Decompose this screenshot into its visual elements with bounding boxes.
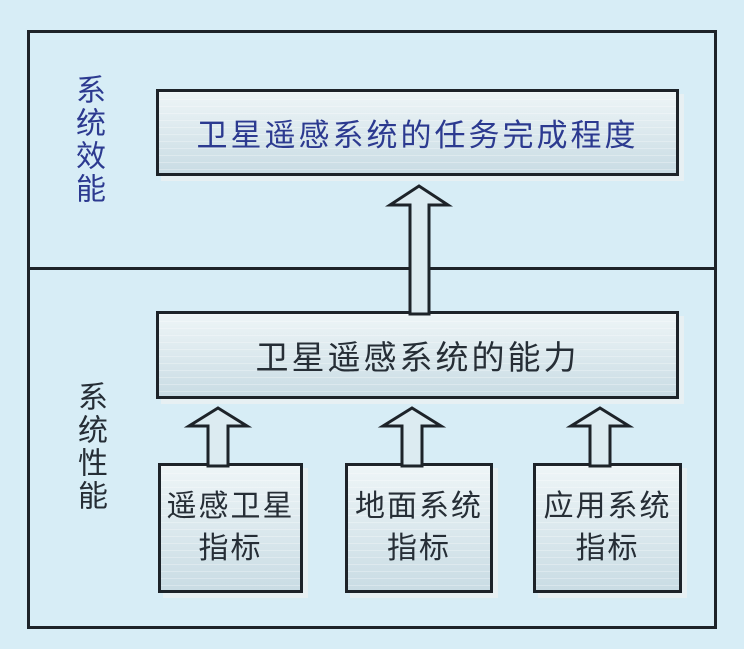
label-line-1: 遥感卫星 [166,490,295,523]
node-ground-indicators: 地面系统 指标 [345,463,493,593]
node-satellite-indicators-label: 遥感卫星 指标 [167,486,295,570]
node-application-indicators-label: 应用系统 指标 [544,486,672,570]
label-line-2: 指标 [575,532,640,565]
diagram-frame [27,30,717,629]
label-line-2: 指标 [387,532,451,565]
label-line-1: 应用系统 [543,490,672,523]
section-label-performance: 系统性能 [73,381,106,513]
section-label-effectiveness: 系统效能 [71,74,104,206]
node-ground-indicators-label: 地面系统 指标 [355,486,483,570]
label-line-1: 地面系统 [355,490,483,523]
node-satellite-indicators: 遥感卫星 指标 [158,463,303,593]
node-capability-label: 卫星遥感系统的能力 [255,341,580,377]
node-capability: 卫星遥感系统的能力 [156,311,679,399]
node-task-completion-label: 卫星遥感系统的任务完成程度 [196,118,639,153]
label-line-2: 指标 [198,532,263,565]
section-divider-line [27,267,717,270]
node-application-indicators: 应用系统 指标 [533,463,682,593]
node-task-completion: 卫星遥感系统的任务完成程度 [156,89,679,176]
